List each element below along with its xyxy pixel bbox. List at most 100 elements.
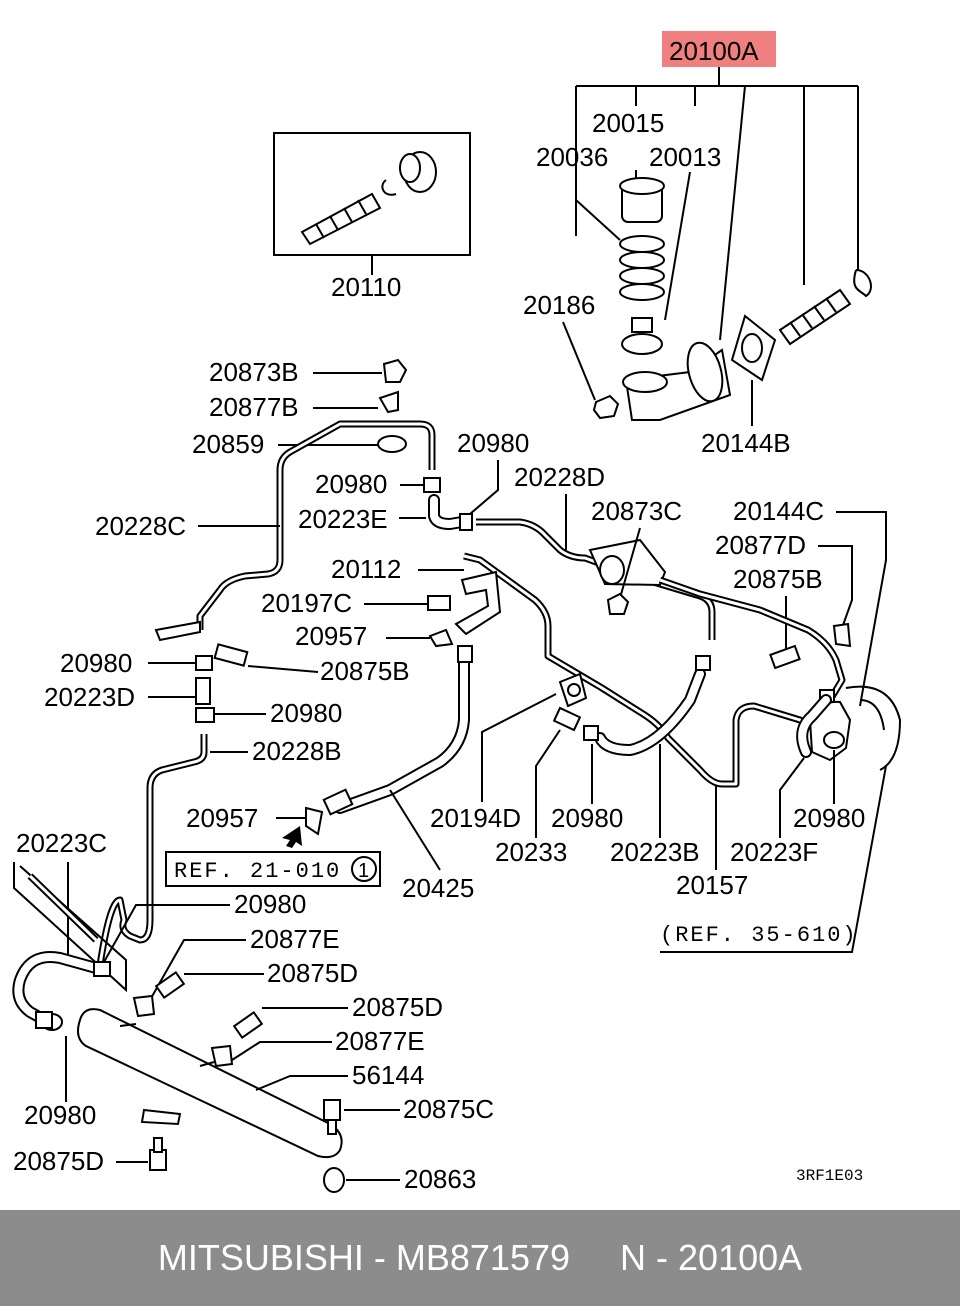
master-cylinder-body <box>622 341 732 421</box>
part-label-20980-d[interactable]: 20980 <box>270 698 342 728</box>
part-label-20228D[interactable]: 20228D <box>514 462 605 492</box>
grommet-20863 <box>323 1167 345 1193</box>
part-label-20197C[interactable]: 20197C <box>261 588 352 618</box>
reservoir-tank <box>41 1008 343 1159</box>
part-label-20223D[interactable]: 20223D <box>44 682 135 712</box>
part-label-20144C[interactable]: 20144C <box>733 496 824 526</box>
bleeder-20875B-a <box>769 644 801 670</box>
part-label-20875B-a[interactable]: 20875B <box>733 564 823 594</box>
part-label-20228B[interactable]: 20228B <box>252 736 342 766</box>
clamp-20194D <box>558 672 588 708</box>
part-label-20233[interactable]: 20233 <box>495 837 567 867</box>
part-label-20110[interactable]: 20110 <box>331 272 401 302</box>
bleeder-20875B-b <box>213 643 249 667</box>
bolt-20875C <box>323 1099 341 1135</box>
assembly-bracket <box>575 67 859 341</box>
part-label-20873C[interactable]: 20873C <box>591 496 682 526</box>
part-label-20980-f[interactable]: 20980 <box>793 803 865 833</box>
part-label-20194D[interactable]: 20194D <box>430 803 521 833</box>
part-label-20875D-c[interactable]: 20875D <box>13 1146 104 1176</box>
part-label-20015[interactable]: 20015 <box>592 108 664 138</box>
reservoir-bracket <box>588 538 667 587</box>
part-label-20980-g[interactable]: 20980 <box>234 889 306 919</box>
part-label-20223F[interactable]: 20223F <box>730 837 818 867</box>
clamp-20980-a <box>423 477 441 493</box>
clamp-20980-h <box>35 1011 53 1029</box>
part-label-20223C[interactable]: 20223C <box>16 828 107 858</box>
part-label-20877B[interactable]: 20877B <box>209 392 299 422</box>
part-label-20877D[interactable]: 20877D <box>715 530 806 560</box>
hose-frame-20223C <box>13 862 127 993</box>
clamp-20980-d <box>195 707 215 723</box>
part-label-20228C[interactable]: 20228C <box>95 511 186 541</box>
union-20233 <box>552 706 582 732</box>
bolt-20873C <box>606 592 630 615</box>
drawing-code: 3RF1E03 <box>796 1167 863 1185</box>
part-label-20877E-b[interactable]: 20877E <box>335 1026 425 1056</box>
clip-20957-b <box>305 806 324 836</box>
hose-fitting-20425 <box>322 788 354 816</box>
part-label-20223E[interactable]: 20223E <box>298 504 388 534</box>
clamp-20980-e2 <box>583 725 599 741</box>
nut-20186 <box>592 394 620 420</box>
highlight-box <box>662 31 776 67</box>
clamp-20980-b <box>459 513 473 531</box>
part-label-20859[interactable]: 20859 <box>192 429 264 459</box>
push-rod-boot <box>778 288 852 346</box>
hose-20223D <box>195 677 211 705</box>
clip-20957-a <box>428 628 454 648</box>
part-label-20223B[interactable]: 20223B <box>610 837 700 867</box>
hose-fitting-top <box>457 645 473 663</box>
part-label-20144B[interactable]: 20144B <box>701 428 791 458</box>
part-label-20980-b[interactable]: 20980 <box>457 428 529 458</box>
part-label-20980-h[interactable]: 20980 <box>24 1100 96 1130</box>
release-cylinder <box>808 685 902 771</box>
pipe-20228B <box>96 734 208 966</box>
reservoir-cap <box>619 177 665 223</box>
part-label-20980-a[interactable]: 20980 <box>315 469 387 499</box>
clip-20877B <box>378 390 399 414</box>
part-label-20100A[interactable]: 20100A <box>669 36 759 66</box>
gasket <box>730 314 777 382</box>
ref-label-21[interactable]: REF. 21-010 <box>174 859 341 884</box>
ref-box-21 <box>165 851 381 887</box>
clip-ring <box>853 269 872 298</box>
bolt-20873B <box>382 358 408 383</box>
part-label-20875D-b[interactable]: 20875D <box>352 992 443 1022</box>
part-label-20980-e[interactable]: 20980 <box>551 803 623 833</box>
part-label-20863[interactable]: 20863 <box>404 1164 476 1194</box>
clip-20877D <box>832 622 852 648</box>
pipe-bracket <box>154 620 201 642</box>
ref-circle <box>351 856 377 882</box>
part-label-56144[interactable]: 56144 <box>352 1060 424 1090</box>
part-label-20875B-b[interactable]: 20875B <box>320 656 410 686</box>
union-20197C <box>427 595 451 611</box>
bracket-20112 <box>454 570 502 636</box>
hose-clip <box>621 317 663 355</box>
part-label-20013[interactable]: 20013 <box>649 142 721 172</box>
footer-brand: MITSUBISHI <box>157 1237 364 1278</box>
clip-20877E-a <box>132 994 156 1018</box>
part-label-20425[interactable]: 20425 <box>402 873 474 903</box>
part-label-20980-c[interactable]: 20980 <box>60 648 132 678</box>
footer-bar: MITSUBISHI - MB871579 N - 20100A <box>0 1210 960 1306</box>
clamp-20980-c <box>195 655 213 671</box>
ref-label-35[interactable]: (REF. 35-610) <box>660 923 858 948</box>
part-label-20157[interactable]: 20157 <box>676 870 748 900</box>
footer-separator: - <box>363 1237 396 1278</box>
clamp-20980-e <box>695 655 711 671</box>
part-label-20875D-a[interactable]: 20875D <box>267 958 358 988</box>
pipe-20223F <box>658 576 846 702</box>
grommet-20859 <box>377 435 407 453</box>
part-label-20873B[interactable]: 20873B <box>209 357 299 387</box>
repair-kit-cup <box>399 151 437 193</box>
part-label-20875C[interactable]: 20875C <box>403 1094 494 1124</box>
bolt-20875D-c <box>149 1137 167 1171</box>
part-label-20186[interactable]: 20186 <box>523 290 595 320</box>
part-label-20036[interactable]: 20036 <box>536 142 608 172</box>
part-label-20957-b[interactable]: 20957 <box>186 803 258 833</box>
clip-20877E-b <box>210 1044 234 1068</box>
part-label-20877E-a[interactable]: 20877E <box>250 924 340 954</box>
part-label-20957-a[interactable]: 20957 <box>295 621 367 651</box>
part-label-20112[interactable]: 20112 <box>331 554 401 584</box>
